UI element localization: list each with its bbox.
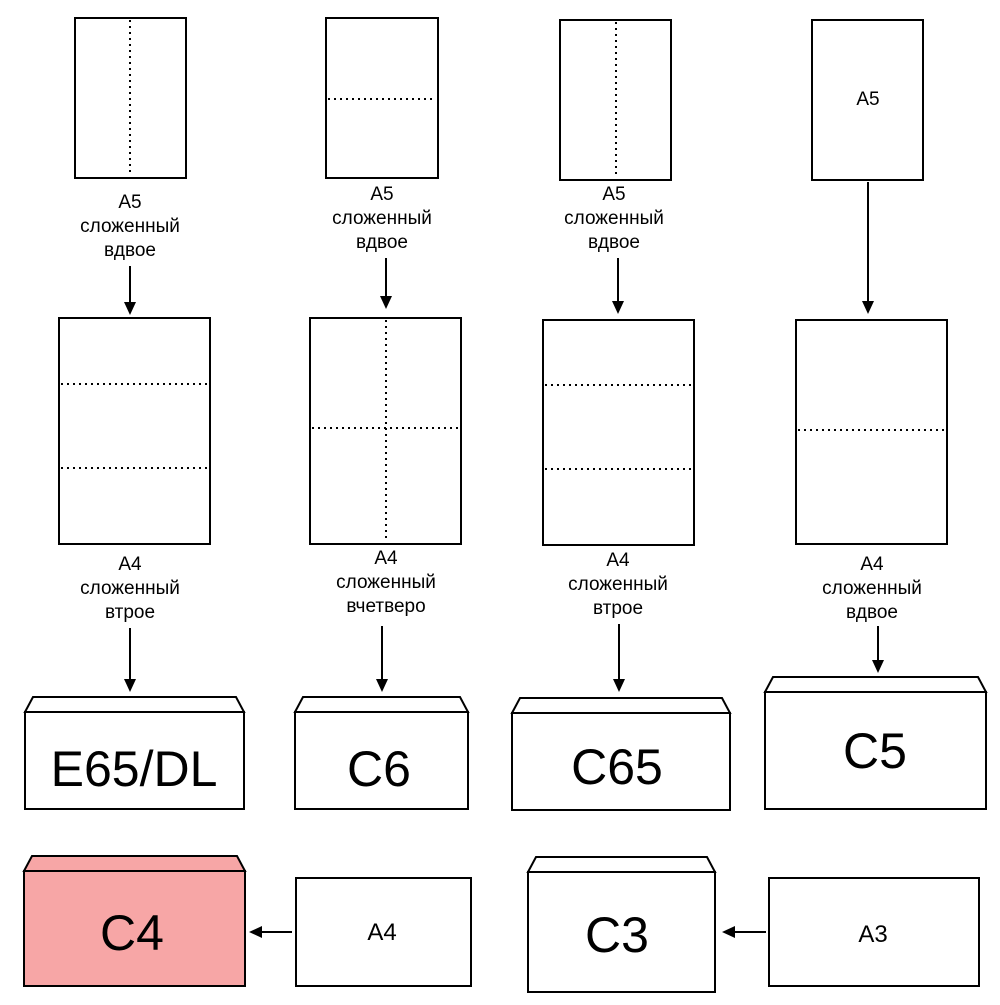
a4-sheet-4 (795, 319, 948, 545)
envelope-flap (22, 855, 247, 872)
envelope-flap (23, 696, 246, 713)
arrowhead-left-icon (722, 926, 735, 938)
envelope-body (764, 691, 987, 810)
a4-caption-line-1: A4 (374, 548, 398, 569)
envelope-c3: C3 (526, 856, 717, 993)
a5-caption-line-1: A5 (370, 184, 393, 205)
envelope-body (23, 870, 246, 987)
arrowhead-down-icon (862, 301, 874, 314)
a5-sheet-label: A5 (856, 89, 879, 110)
envelope-body (24, 711, 245, 810)
column-3: A5 сложенный вдвое A4 сложенный втрое C6… (510, 19, 732, 811)
arrowhead-down-icon (872, 660, 884, 673)
a4-caption-line-2: сложенный (336, 572, 436, 593)
envelope-c6: C6 (293, 696, 470, 810)
a4-caption-line-2: сложенный (822, 578, 922, 599)
a5-caption-line-1: A5 (118, 192, 141, 213)
a3-sheet-label: A3 (858, 921, 887, 948)
column-1: A5 сложенный вдвое A4 сложенный втрое E6… (23, 17, 246, 810)
bottom-row: C4 A4 C3 A3 (22, 855, 980, 993)
envelope-label: E65/DL (51, 741, 218, 797)
a4-sheet-flat (295, 877, 472, 987)
a3-sheet-flat (768, 877, 980, 987)
envelope-flap (293, 696, 470, 713)
arrowhead-down-icon (376, 679, 388, 692)
a4-caption-line-1: A4 (118, 554, 142, 575)
arrowhead-down-icon (124, 679, 136, 692)
a5-caption-line-3: вдвое (104, 240, 156, 261)
envelope-flap (510, 697, 732, 714)
a4-caption-line-3: вчетверо (346, 596, 425, 617)
arrowhead-down-icon (124, 302, 136, 315)
arrowhead-down-icon (612, 301, 624, 314)
envelope-e65-dl: E65/DL (23, 696, 246, 810)
envelope-c65: C65 (510, 697, 732, 811)
envelope-label: C6 (347, 741, 411, 797)
envelope-flap (526, 856, 717, 873)
arrowhead-down-icon (613, 679, 625, 692)
a5-caption-line-2: сложенный (564, 208, 664, 229)
a5-caption-line-3: вдвое (356, 232, 408, 253)
a4-caption-line-1: A4 (860, 554, 884, 575)
arrowhead-down-icon (380, 296, 392, 309)
a4-sheet-1 (58, 317, 211, 545)
a5-caption-line-2: сложенный (332, 208, 432, 229)
a4-caption-line-3: втрое (593, 598, 643, 619)
a4-caption-line-3: вдвое (846, 602, 898, 623)
envelope-label: C4 (100, 905, 164, 961)
envelope-body (527, 871, 716, 993)
a4-caption-line-2: сложенный (568, 574, 668, 595)
a4-sheet-label: A4 (367, 919, 396, 946)
a4-sheet-3 (542, 319, 695, 546)
envelope-body (294, 711, 469, 810)
a5-caption-line-1: A5 (602, 184, 625, 205)
a4-caption-line-2: сложенный (80, 578, 180, 599)
envelope-flap (763, 676, 988, 693)
envelope-label: C5 (843, 723, 907, 779)
column-2: A5 сложенный вдвое A4 сложенный вчетверо… (293, 17, 470, 810)
envelope-label: C3 (585, 907, 649, 963)
a5-caption-line-2: сложенный (80, 216, 180, 237)
a4-caption-line-3: втрое (105, 602, 155, 623)
envelope-body (511, 712, 731, 811)
envelope-c4: C4 (22, 855, 247, 987)
a5-caption-line-3: вдвое (588, 232, 640, 253)
envelope-c5: C5 (763, 676, 988, 810)
column-4: A5 A4 сложенный вдвое C5 (763, 19, 988, 810)
envelope-label: C65 (571, 739, 663, 795)
a5-sheet-4 (811, 19, 924, 181)
arrowhead-left-icon (249, 926, 262, 938)
a4-caption-line-1: A4 (606, 550, 630, 571)
